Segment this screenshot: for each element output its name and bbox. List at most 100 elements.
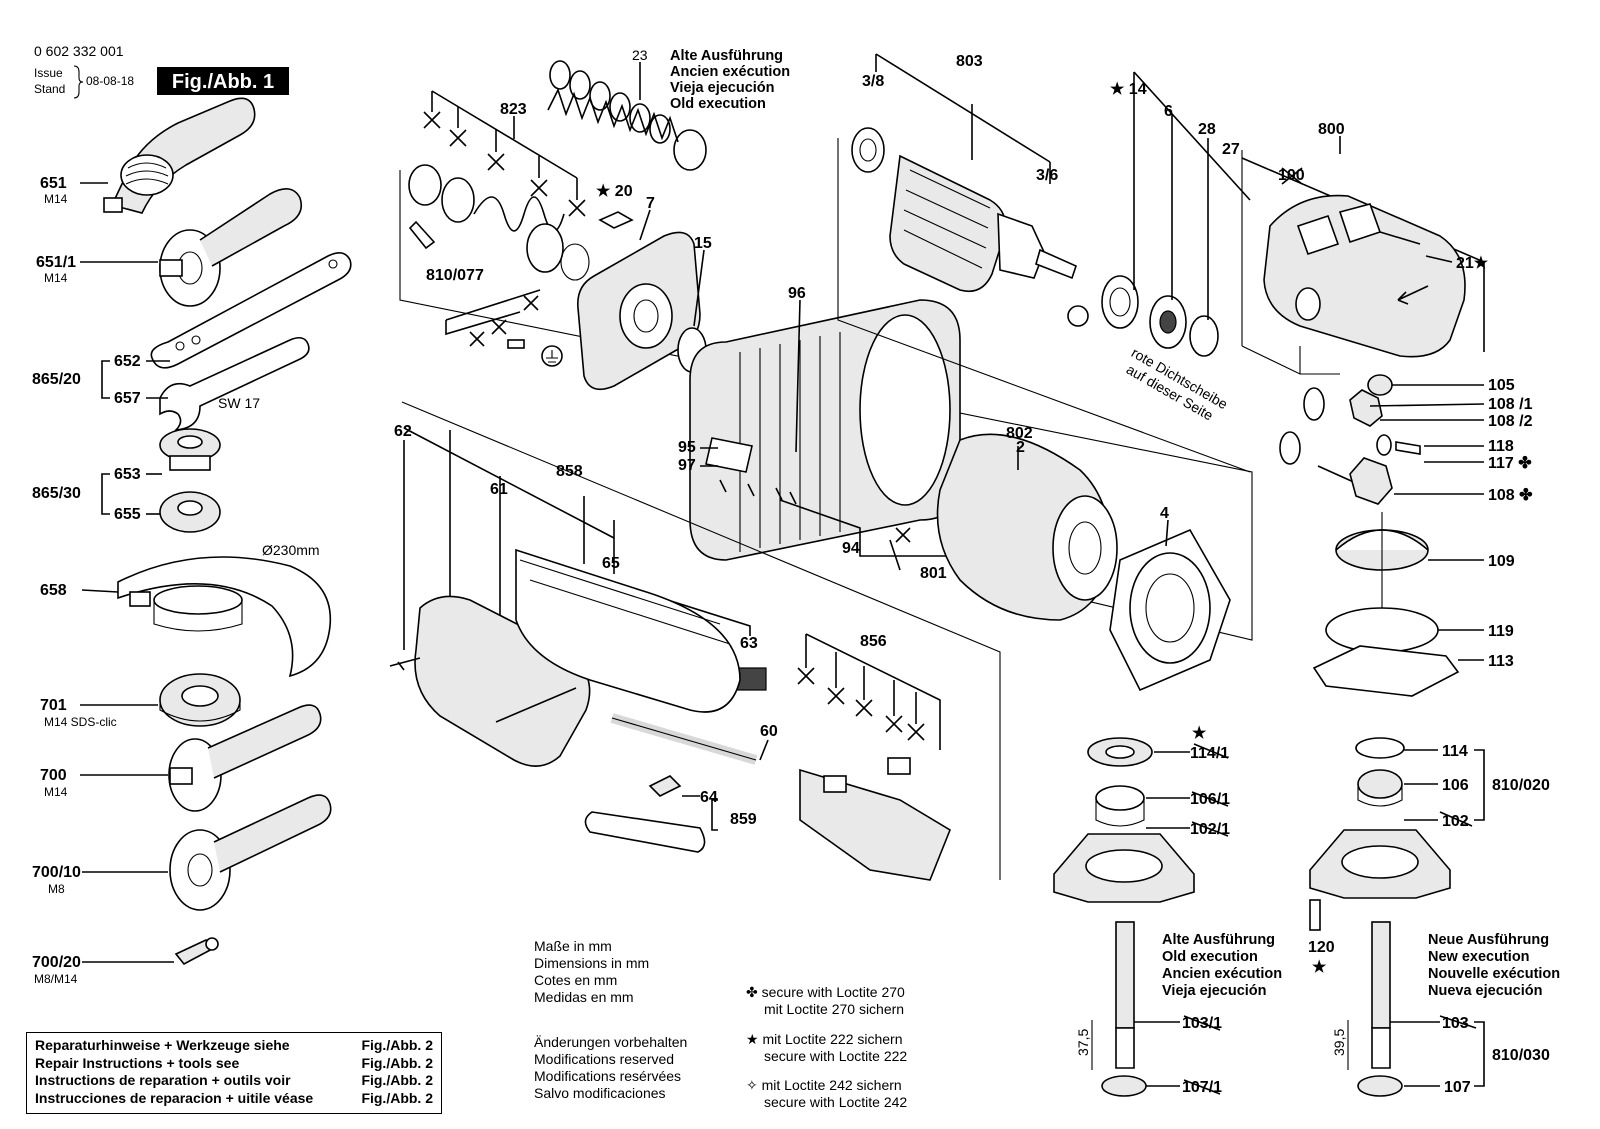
thread-651-1: M14 (44, 271, 68, 285)
loctite-222-line-2: secure with Loctite 222 (764, 1048, 907, 1064)
label-120: 120 (1308, 939, 1335, 956)
label-856: 856 (860, 633, 887, 650)
label-119: 119 (1488, 623, 1514, 640)
label-823: 823 (500, 101, 527, 118)
label-7: 7 (646, 195, 655, 212)
label-810-020: 810/020 (1492, 777, 1550, 794)
label-810-077: 810/077 (426, 267, 484, 284)
units-line-3: Cotes en mm (534, 972, 617, 988)
brush-plate-7 (577, 231, 701, 391)
issue-date: 08-08-18 (86, 74, 134, 88)
dim-new: 39,5 (1331, 1029, 1347, 1056)
label-64: 64 (700, 789, 718, 806)
loctite-270-line-1: ✤ secure with Loctite 270 (746, 984, 905, 1000)
label-65: 65 (602, 555, 620, 572)
clamping-nut-653 (159, 428, 221, 471)
loctite-270-line-2: mit Loctite 270 sichern (764, 1001, 904, 1017)
dim-old: 37,5 (1075, 1029, 1091, 1056)
label-118: 118 (1488, 438, 1514, 455)
label-14: ★ 14 (1110, 81, 1147, 98)
label-108: 108 ✤ (1488, 487, 1533, 504)
units-line-4: Medidas en mm (534, 989, 634, 1005)
label-20: ★ 20 (596, 183, 633, 200)
new-exec-line-3: Nouvelle exécution (1428, 966, 1560, 982)
thread-700-10: M8 (48, 882, 65, 896)
label-651: 651 (40, 175, 67, 192)
drawing-number: 0 602 332 001 (34, 43, 124, 59)
label-97: 97 (678, 457, 696, 474)
loctite-242-line-2: secure with Loctite 242 (764, 1094, 907, 1110)
label-701: 701 (40, 697, 67, 714)
label-113: 113 (1488, 653, 1514, 670)
label-114-1: 114/1 (1190, 745, 1229, 762)
protection-guard-658 (117, 556, 332, 678)
old-exec-bottom-line-3: Ancien exécution (1162, 966, 1282, 982)
label-802: 802 (1006, 425, 1033, 442)
repair-row-text: Instructions de reparation + outils voir (35, 1072, 291, 1088)
armature-803: 803 3/8 3/6 ★ 14 6 28 rote Dichtscheibe … (837, 53, 1251, 473)
label-655: 655 (114, 506, 141, 523)
label-95: 95 (678, 439, 696, 456)
side-handle-700-10 (169, 794, 332, 911)
old-exec-bottom-line-4: Vieja ejecución (1162, 983, 1267, 999)
label-109: 109 (1488, 553, 1515, 570)
open-spanner-657 (159, 336, 310, 431)
old-spring-stack-23 (547, 60, 707, 171)
label-108-1: 108 /1 (1488, 396, 1533, 413)
label-6: 6 (1164, 103, 1173, 120)
thread-700-20: M8/M14 (34, 972, 78, 986)
old-exec-top-line-2: Ancien exécution (670, 64, 790, 80)
issue-label: Issue (34, 66, 63, 80)
loctite-222-line-1: ★ mit Loctite 222 sichern (746, 1031, 903, 1047)
repair-row: Instrucciones de reparacion + uitile véa… (35, 1090, 433, 1108)
label-651-1: 651/1 (36, 254, 76, 271)
motor-housing-96: 96 95 97 94 801 (678, 285, 980, 582)
repair-row: Repair Instructions + tools see Fig./Abb… (35, 1055, 433, 1073)
figure-badge (157, 67, 289, 95)
repair-row-text: Instrucciones de reparacion + uitile véa… (35, 1089, 314, 1106)
repair-row-ref: Fig./Abb. 2 (361, 1089, 433, 1106)
label-117: 117 ✤ (1488, 455, 1532, 472)
label-60: 60 (760, 723, 778, 740)
side-handle-651 (103, 97, 256, 214)
new-exec-line-4: Nueva ejecución (1428, 983, 1542, 999)
units-line-2: Dimensions in mm (534, 955, 649, 971)
thread-700: M14 (44, 785, 68, 799)
old-exec-bottom-line-1: Alte Ausführung (1162, 932, 1275, 948)
new-exec-line-1: Neue Ausführung (1428, 932, 1549, 948)
old-execution-note-top: Alte Ausführung Ancien exécution Vieja e… (670, 48, 790, 112)
label-106: 106 (1442, 777, 1469, 794)
label-21: 21★ (1456, 255, 1489, 272)
sub-701: M14 SDS-clic (44, 715, 117, 729)
label-105: 105 (1488, 377, 1515, 394)
label-28: 28 (1198, 121, 1216, 138)
label-803: 803 (956, 53, 983, 70)
changes-line-1: Änderungen vorbehalten (534, 1034, 687, 1050)
label-865-20: 865/20 (32, 371, 81, 388)
old-spindle-parts: ★ 114/1 106/1 102/1 37,5 103/1 107/1 Alt… (1053, 725, 1282, 1097)
label-107: 107 (1444, 1079, 1471, 1096)
changes-line-4: Salvo modificaciones (534, 1085, 666, 1101)
old-exec-top-line-4: Old execution (670, 96, 766, 112)
label-858: 858 (556, 463, 583, 480)
label-3-6: 3/6 (1036, 167, 1058, 184)
label-652: 652 (114, 353, 141, 370)
label-810-030: 810/030 (1492, 1047, 1550, 1064)
side-handle-651-1 (159, 188, 303, 307)
accessories-column: 651 M14 651/1 M14 SW 17 865/20 652 657 (32, 97, 352, 986)
adapter-700-20 (174, 937, 219, 966)
changes-line-3: Modifications resérvées (534, 1068, 681, 1084)
loctite-notes: ✤ secure with Loctite 270 mit Loctite 27… (746, 984, 907, 1110)
label-27: 27 (1222, 141, 1240, 158)
repair-row-ref: Fig./Abb. 2 (361, 1054, 433, 1071)
label-sw17: SW 17 (218, 395, 260, 411)
repair-row-text: Repair Instructions + tools see (35, 1054, 240, 1071)
gear-housing-800: 800 27 100 21★ (1222, 121, 1489, 375)
label-2: 2 (1016, 439, 1025, 456)
thread-651: M14 (44, 192, 68, 206)
label-657: 657 (114, 390, 141, 407)
units-line-1: Maße in mm (534, 938, 612, 954)
repair-row-ref: Fig./Abb. 2 (361, 1037, 433, 1053)
repair-row: Instructions de reparation + outils voir… (35, 1072, 433, 1090)
